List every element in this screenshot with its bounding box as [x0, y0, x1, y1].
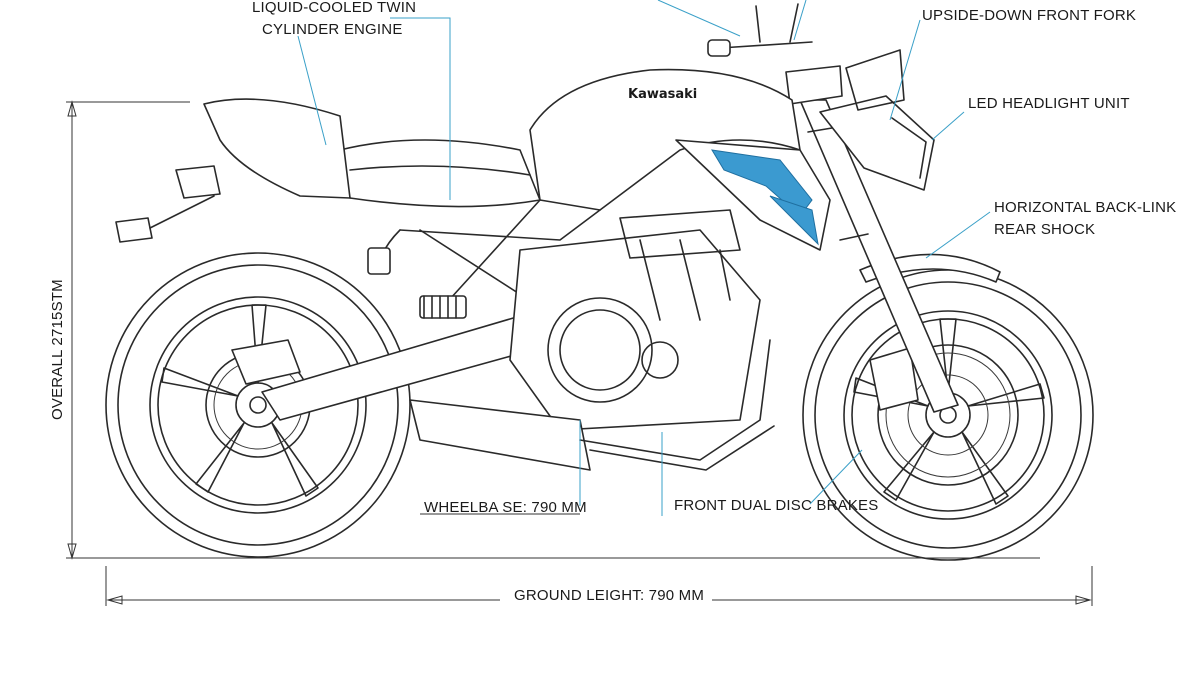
wheelbase-label: WHEELBA SE: 790 MM — [424, 499, 587, 516]
rear-shock-label-line1: HORIZONTAL BACK-LINK — [994, 199, 1176, 216]
handlebar — [707, 3, 813, 57]
seat — [339, 139, 541, 208]
rear-shock — [419, 295, 467, 319]
brakes-label: FRONT DUAL DISC BRAKES — [674, 497, 878, 514]
engine-label-line2: CYLINDER ENGINE — [262, 21, 403, 38]
headlight-label: LED HEADLIGHT UNIT — [968, 95, 1130, 112]
brand-logo: Kawasaki — [628, 87, 697, 102]
engine — [509, 209, 761, 431]
front-fork-label: UPSIDE-DOWN FRONT FORK — [922, 7, 1136, 24]
headlight-cowl — [819, 49, 935, 191]
rear-shock-label-line2: REAR SHOCK — [994, 221, 1095, 238]
tail-section — [115, 98, 351, 243]
dimension-lines — [66, 100, 1093, 606]
ground-label: GROUND LEIGHT: 790 MM — [514, 587, 704, 604]
overall-label: OVERALL 2715STM — [49, 279, 66, 420]
side-shroud — [675, 139, 831, 251]
leader-lines — [297, 0, 991, 516]
engine-label-line1: LIQUID-COOLED TWIN — [252, 0, 416, 16]
front-fork — [785, 65, 959, 413]
swingarm — [261, 315, 541, 421]
exhaust — [409, 339, 775, 471]
rear-wheel — [105, 252, 411, 558]
front-brake-disc — [869, 344, 1019, 486]
front-wheel — [802, 269, 1094, 561]
fuel-tank: Kawasaki — [529, 68, 801, 211]
